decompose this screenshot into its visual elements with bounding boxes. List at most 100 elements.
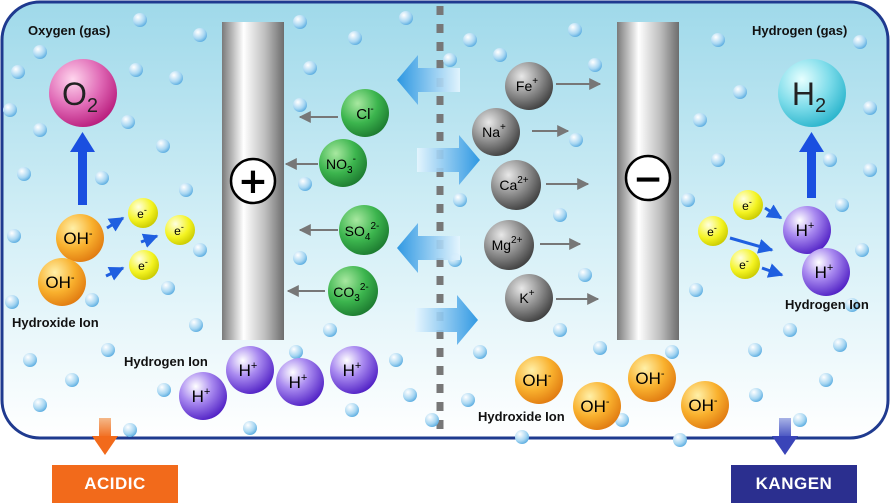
hydrogen-ion-label-left: Hydrogen Ion [124, 354, 208, 369]
water-bubble [323, 323, 337, 337]
acidic-output-label: ACIDIC [52, 465, 178, 503]
svg-text:e-: e- [137, 205, 147, 221]
water-bubble [863, 101, 877, 115]
svg-text:H+: H+ [239, 360, 258, 380]
water-bubble [853, 35, 867, 49]
water-bubble [711, 153, 725, 167]
water-bubble [65, 373, 79, 387]
water-bubble [748, 343, 762, 357]
svg-text:OH-: OH- [522, 370, 552, 390]
water-bubble [855, 243, 869, 257]
hydrogen-ion-bottom-4: H+ [330, 346, 378, 394]
svg-text:Ca2+: Ca2+ [499, 175, 528, 193]
water-bubble [303, 61, 317, 75]
svg-text:OH-: OH- [688, 395, 718, 415]
water-bubble [133, 13, 147, 27]
anion-no3: NO3- [319, 139, 367, 187]
water-bubble [157, 383, 171, 397]
water-bubble [293, 15, 307, 29]
electron-right-2: e- [698, 216, 728, 246]
electron-left-2: e- [165, 215, 195, 245]
water-bubble [463, 33, 477, 47]
water-bubble [129, 63, 143, 77]
water-bubble [578, 268, 592, 282]
water-bubble [169, 71, 183, 85]
svg-text:OH-: OH- [635, 368, 665, 388]
h2-molecule: H2 [778, 59, 846, 127]
hydroxide-ion-bottom-4: OH- [681, 381, 729, 429]
water-bubble [443, 53, 457, 67]
svg-text:Fe+: Fe+ [516, 76, 538, 94]
hydrogen-gas-label: Hydrogen (gas) [752, 23, 847, 38]
anion-co3: CO32- [328, 266, 378, 316]
water-bubble [399, 11, 413, 25]
anion-arrows [284, 111, 338, 297]
svg-text:SO42-: SO42- [345, 221, 380, 243]
water-bubble [665, 345, 679, 359]
svg-text:NO3-: NO3- [326, 154, 356, 176]
water-bubble [689, 283, 703, 297]
water-bubble [588, 58, 602, 72]
anion-so4: SO42- [339, 205, 389, 255]
svg-text:Na+: Na+ [482, 122, 506, 140]
water-bubble [823, 153, 837, 167]
water-bubble [515, 430, 529, 444]
oxygen-gas-label: Oxygen (gas) [28, 23, 110, 38]
hydrogen-ion-label-right: Hydrogen Ion [785, 297, 869, 312]
hydroxide-ion-bottom-3: OH- [628, 354, 676, 402]
electron-left-1: e- [128, 198, 158, 228]
flow-arrow-left-1 [397, 55, 460, 105]
hydrogen-ion-right-1: H+ [783, 206, 831, 254]
water-bubble [33, 398, 47, 412]
water-bubble [835, 198, 849, 212]
anode-plus-sign: + [229, 157, 277, 205]
water-bubble [293, 251, 307, 265]
svg-text:H+: H+ [343, 360, 362, 380]
water-bubble [7, 229, 21, 243]
water-bubble [121, 115, 135, 129]
anion-cl: Cl- [341, 89, 389, 137]
water-bubble [425, 413, 439, 427]
hydroxide-ion-bottom-2: OH- [573, 382, 621, 430]
water-bubble [243, 421, 257, 435]
svg-text:Cl-: Cl- [356, 104, 374, 123]
electron-arrows-right [729, 204, 784, 278]
svg-text:H+: H+ [815, 262, 834, 282]
hydrogen-ion-bottom-3: H+ [276, 358, 324, 406]
water-bubble [845, 298, 859, 312]
water-bubble [681, 193, 695, 207]
water-bubble [749, 388, 763, 402]
water-bubble [793, 413, 807, 427]
water-bubble [673, 433, 687, 447]
water-bubble [593, 341, 607, 355]
svg-text:H+: H+ [289, 372, 308, 392]
water-bubble [693, 113, 707, 127]
water-bubble [473, 345, 487, 359]
water-bubble [95, 171, 109, 185]
hydroxide-ion-label-right: Hydroxide Ion [478, 409, 565, 424]
water-bubble [17, 167, 31, 181]
flow-arrow-right-2 [415, 295, 478, 345]
hydroxide-ion-left-2: OH- [38, 258, 86, 306]
kangen-output-label: KANGEN [731, 465, 857, 503]
cation-na: Na+ [472, 108, 520, 156]
water-bubble [568, 23, 582, 37]
water-bubble [123, 423, 137, 437]
acidic-outlet-arrow [92, 418, 118, 455]
water-bubble [5, 295, 19, 309]
o2-rise-arrow [70, 132, 95, 205]
water-bubble [289, 345, 303, 359]
svg-text:−: − [633, 159, 663, 200]
kangen-outlet-arrow [772, 418, 798, 455]
water-bubble [403, 388, 417, 402]
o2-molecule: O2 [49, 59, 117, 127]
water-bubble [101, 343, 115, 357]
water-bubble [293, 98, 307, 112]
water-bubble [3, 103, 17, 117]
water-bubble [33, 123, 47, 137]
electron-right-3: e- [730, 249, 760, 279]
water-bubble [345, 403, 359, 417]
electron-arrows-left [105, 216, 159, 281]
svg-text:e-: e- [742, 197, 752, 213]
flow-arrow-right-1 [417, 135, 480, 185]
